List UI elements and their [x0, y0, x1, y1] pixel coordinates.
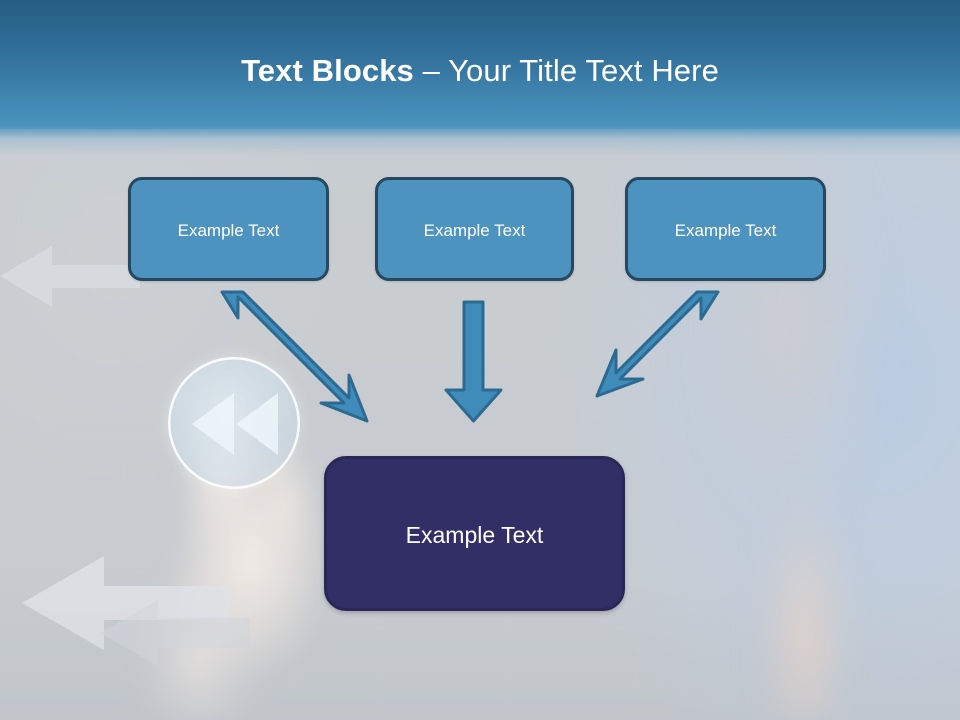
page-title-separator: – [413, 53, 449, 88]
header-fade [0, 126, 960, 156]
rewind-icon [192, 393, 278, 455]
arrow-down-icon [444, 300, 503, 423]
ghost-arrow-upper-left-icon [0, 243, 140, 313]
text-block-3-label: Example Text [674, 221, 777, 240]
page-title-bold: Text Blocks [241, 53, 414, 88]
text-block-2-label: Example Text [423, 221, 526, 240]
header-band [0, 0, 960, 129]
ghost-arrow-lower-left-icon [0, 528, 230, 678]
ghost-arrow-shadow-icon [100, 588, 250, 678]
text-block-3[interactable]: Example Text [625, 177, 826, 281]
rewind-button-decoration [168, 357, 300, 489]
arrow-down-right-icon [220, 290, 369, 423]
result-text-block[interactable]: Example Text [324, 456, 625, 611]
page-title-light: Your Title Text Here [448, 53, 719, 88]
text-block-1-label: Example Text [177, 221, 280, 240]
text-block-2[interactable]: Example Text [375, 177, 574, 281]
text-block-1[interactable]: Example Text [128, 177, 329, 281]
page-title: Text Blocks – Your Title Text Here [0, 52, 960, 90]
result-text-block-label: Example Text [405, 521, 544, 548]
arrow-down-left-icon [595, 290, 720, 398]
